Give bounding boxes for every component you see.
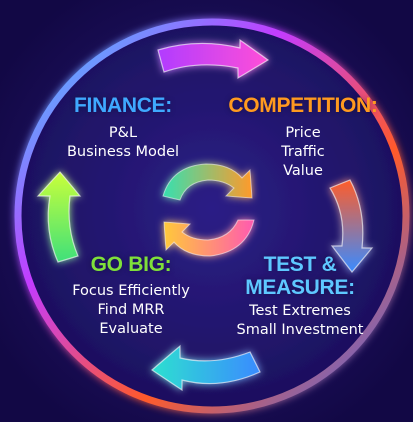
test-measure-heading-line: TEST & [263,253,337,276]
finance-heading: FINANCE: [74,94,172,117]
cycle-arrow-top-icon [157,38,270,80]
go-big-section: GO BIG: Focus Efficiently Find MRR Evalu… [56,253,206,339]
finance-item: P&L [108,125,138,141]
cycle-arrow-bottom-icon [151,344,261,392]
go-big-item: Focus Efficiently [72,283,190,299]
competition-section: COMPETITION: Price Traffic Value [228,94,378,181]
competition-item: Traffic [281,144,325,160]
competition-heading: COMPETITION: [228,94,378,117]
finance-item: Business Model [66,144,180,160]
outer-ring [14,18,410,414]
refresh-icon [162,163,255,257]
go-big-item: Evaluate [99,321,163,337]
test-measure-item: Small Investment [236,322,364,338]
test-measure-heading-line: MEASURE: [245,276,355,299]
go-big-heading: GO BIG: [90,253,172,276]
go-big-item: Find MRR [97,302,165,318]
cycle-arrow-right-icon [329,179,374,273]
test-measure-section: TEST & MEASURE: Test Extremes Small Inve… [210,253,390,340]
finance-section: FINANCE: P&L Business Model [48,94,198,162]
competition-item: Price [285,125,321,141]
competition-item: Value [283,163,323,179]
cycle-arrow-left-icon [36,171,82,263]
test-measure-item: Test Extremes [249,303,351,319]
